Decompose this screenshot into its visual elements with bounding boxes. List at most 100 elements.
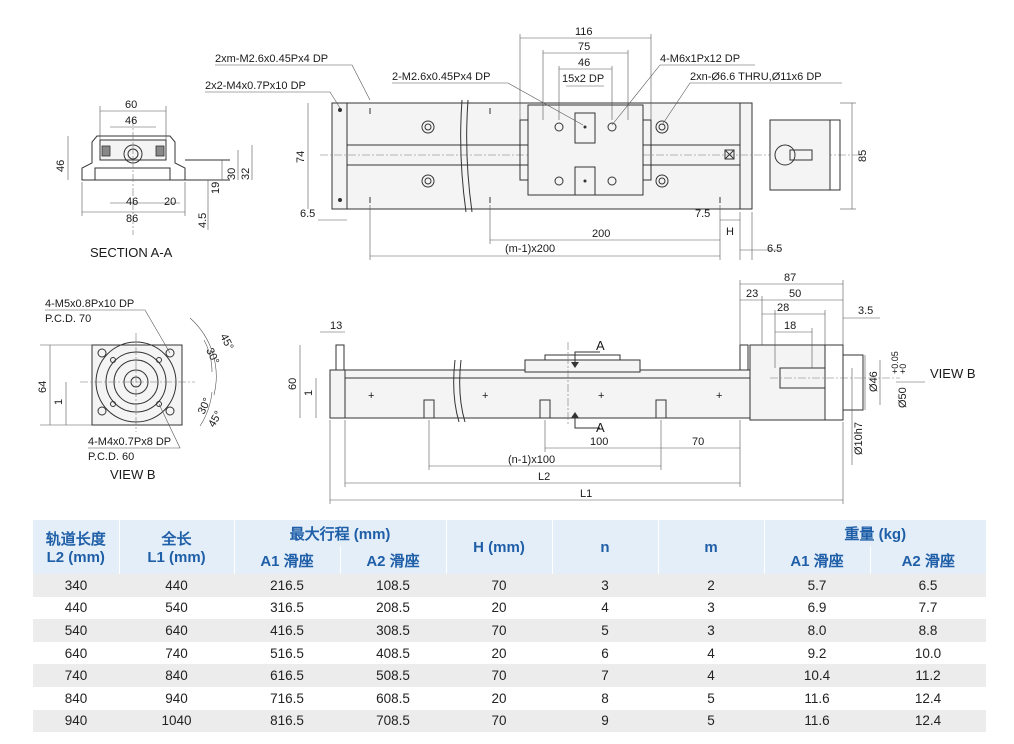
- table-row: 340 440 216.5 108.5 70 3 2 5.7 6.5: [33, 574, 986, 597]
- dim-section-20: 20: [164, 196, 176, 208]
- dim-section-60: 60: [125, 99, 137, 111]
- cell-h: 70: [446, 709, 552, 733]
- svg-text:+: +: [598, 390, 604, 402]
- spec-table: 轨道长度 L2 (mm) 全长 L1 (mm) 最大行程 (mm) H (mm)…: [33, 520, 986, 733]
- dim-side-23: 23: [746, 288, 758, 300]
- cell-l1: 840: [119, 664, 234, 687]
- dim-side-dia-50: Ø50: [897, 387, 909, 408]
- cell-l1: 540: [119, 596, 234, 620]
- cell-stroke-a1: 316.5: [234, 596, 340, 620]
- table-row: 440 540 316.5 208.5 20 4 3 6.9 7.7: [33, 596, 986, 620]
- cell-weight-a1: 6.9: [764, 596, 870, 620]
- cell-stroke-a2: 408.5: [340, 641, 446, 665]
- table-row: 840 940 716.5 608.5 20 8 5 11.6 12.4: [33, 686, 986, 710]
- header-l2-line1: 轨道长度: [45, 531, 106, 548]
- cell-m: 4: [658, 641, 764, 665]
- dim-side-87: 87: [784, 272, 796, 284]
- svg-text:+: +: [482, 390, 488, 402]
- cell-stroke-a2: 108.5: [340, 574, 446, 597]
- cell-n: 8: [552, 686, 658, 710]
- dim-side-dia-50-tol-low: +0: [898, 364, 908, 374]
- dim-side-dia-10h7: Ø10h7: [853, 422, 865, 455]
- cell-weight-a2: 12.4: [870, 709, 986, 733]
- section-arrow-a-top: A: [596, 338, 605, 353]
- cell-l1: 640: [119, 619, 234, 642]
- cell-weight-a1: 5.7: [764, 574, 870, 597]
- angle-45-top: 45°: [217, 332, 235, 352]
- dim-top-46: 46: [578, 57, 590, 69]
- dim-side-18: 18: [784, 320, 796, 332]
- cell-l2: 940: [33, 709, 119, 733]
- dim-top-200: 200: [592, 228, 610, 240]
- cell-m: 5: [658, 686, 764, 710]
- cell-weight-a2: 8.8: [870, 619, 986, 642]
- dim-section-32: 32: [240, 168, 252, 180]
- note-m2-6-holes: 2xm-M2.6x0.45Px4 DP: [215, 53, 328, 65]
- dim-section-46-top: 46: [125, 115, 137, 127]
- cell-m: 2: [658, 574, 764, 597]
- cell-stroke-a2: 608.5: [340, 686, 446, 710]
- note-m4-holes: 2x2-M4x0.7Px10 DP: [205, 80, 306, 92]
- cell-weight-a1: 10.4: [764, 664, 870, 687]
- dim-section-46-bottom: 46: [126, 196, 138, 208]
- dim-top-74: 74: [295, 151, 307, 163]
- dim-side-3-5: 3.5: [858, 305, 873, 317]
- side-view: ++++ A A: [287, 272, 976, 504]
- cell-weight-a2: 10.0: [870, 641, 986, 665]
- cell-n: 9: [552, 709, 658, 733]
- dim-top-m-minus-1-x200: (m-1)x200: [505, 243, 555, 255]
- note-m2-6-slider-holes: 2-M2.6x0.45Px4 DP: [392, 71, 490, 83]
- section-a-a-label: SECTION A-A: [90, 245, 173, 260]
- cell-stroke-a1: 716.5: [234, 686, 340, 710]
- header-l2-line2: L2 (mm): [46, 549, 105, 566]
- cell-l2: 340: [33, 574, 119, 597]
- svg-text:+: +: [716, 390, 722, 402]
- cell-l1: 1040: [119, 709, 234, 733]
- table-row: 940 1040 816.5 708.5 70 9 5 11.6 12.4: [33, 709, 986, 733]
- dim-section-4-5: 4.5: [197, 213, 209, 228]
- angle-45-bottom: 45°: [206, 409, 225, 429]
- header-stroke-a1: A1 滑座: [233, 546, 340, 574]
- dim-side-60: 60: [287, 378, 299, 390]
- cell-stroke-a1: 516.5: [234, 641, 340, 665]
- cell-h: 70: [446, 619, 552, 642]
- header-stroke-a2: A2 滑座: [339, 546, 446, 574]
- dim-view-b-1: 1: [53, 399, 65, 405]
- cell-l1: 740: [119, 641, 234, 665]
- dim-view-b-64: 64: [37, 381, 49, 393]
- cell-weight-a2: 6.5: [870, 574, 986, 597]
- dim-side-dia-50-tol-up: +0.05: [890, 351, 900, 374]
- header-weight-a2: A2 滑座: [869, 546, 986, 574]
- cell-h: 20: [446, 686, 552, 710]
- dim-section-86: 86: [126, 213, 138, 225]
- cell-weight-a1: 11.6: [764, 686, 870, 710]
- section-arrow-a-bottom: A: [596, 420, 605, 435]
- header-weight: 重量 (kg): [763, 520, 986, 546]
- cell-stroke-a1: 816.5: [234, 709, 340, 733]
- header-n: n: [551, 520, 658, 574]
- dim-side-70: 70: [692, 436, 704, 448]
- cell-l1: 940: [119, 686, 234, 710]
- cell-l2: 740: [33, 664, 119, 687]
- table-row: 540 640 416.5 308.5 70 5 3 8.0 8.8: [33, 619, 986, 642]
- dim-side-l2: L2: [538, 471, 550, 483]
- dim-top-6-5-right: 6.5: [767, 243, 782, 255]
- header-l2: 轨道长度 L2 (mm): [33, 520, 119, 574]
- dim-top-7-5: 7.5: [695, 208, 710, 220]
- cell-h: 70: [446, 664, 552, 687]
- cell-m: 3: [658, 619, 764, 642]
- dim-side-50: 50: [789, 288, 801, 300]
- cell-weight-a2: 12.4: [870, 686, 986, 710]
- cell-l2: 540: [33, 619, 119, 642]
- technical-drawing: 60 46 46 20 86 46 19 30 32 4.5 SECTION A…: [37, 26, 976, 504]
- note-m5-holes: 4-M5x0.8Px10 DP: [45, 298, 134, 310]
- cell-h: 70: [446, 574, 552, 597]
- dim-top-15x2: 15x2 DP: [562, 73, 604, 85]
- cell-l2: 640: [33, 641, 119, 665]
- cell-m: 3: [658, 596, 764, 620]
- dim-side-1: 1: [303, 390, 315, 396]
- dim-side-l1: L1: [580, 488, 592, 500]
- dim-top-116: 116: [575, 26, 593, 38]
- view-b-callout: VIEW B: [930, 366, 976, 381]
- view-b: 64 1 45° 30° 30° 45° 4-M5x0.8Px10 DP P.C…: [37, 298, 236, 482]
